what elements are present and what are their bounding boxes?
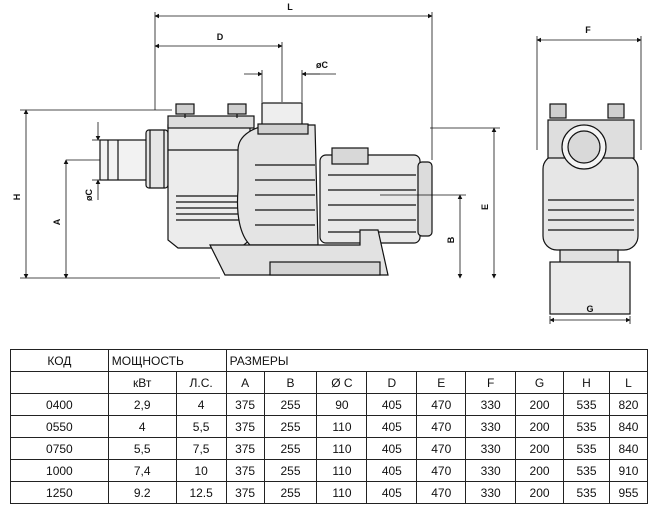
table-cell: 405	[366, 437, 418, 460]
table-cell: 535	[563, 415, 610, 438]
table-cell: 535	[563, 437, 610, 460]
subheader-cell: A	[225, 371, 265, 394]
table-cell: 0550	[10, 415, 109, 438]
table-cell: 5,5	[107, 437, 177, 460]
spec-table: КОД МОЩНОСТЬ РАЗМЕРЫ кВт Л.С. A B Ø C D …	[10, 349, 649, 504]
table-cell: 405	[366, 415, 418, 438]
dim-label-A: A	[52, 218, 62, 225]
table-cell: 840	[608, 437, 649, 460]
table-cell: 110	[316, 459, 368, 482]
table-cell: 375	[225, 481, 265, 504]
table-cell: 0750	[10, 437, 109, 460]
table-cell: 330	[465, 481, 517, 504]
dim-label-H: H	[12, 194, 22, 201]
table-cell: 535	[563, 481, 610, 504]
table-header-row: КОД МОЩНОСТЬ РАЗМЕРЫ	[10, 349, 649, 372]
subheader-cell: Л.С.	[175, 371, 227, 394]
table-cell: 7,4	[107, 459, 177, 482]
table-cell: 7,5	[175, 437, 227, 460]
table-cell: 470	[416, 393, 467, 416]
table-cell: 330	[465, 415, 517, 438]
table-cell: 110	[316, 415, 368, 438]
table-cell: 200	[515, 393, 565, 416]
table-row: 0400 2,9 4 375 255 90 405 470 330 200 53…	[10, 393, 649, 416]
dim-label-E: E	[480, 204, 490, 210]
table-cell: 90	[316, 393, 368, 416]
header-code: КОД	[10, 349, 109, 372]
table-cell: 200	[515, 437, 565, 460]
table-cell: 200	[515, 459, 565, 482]
table-cell: 255	[263, 415, 318, 438]
table-cell: 110	[316, 481, 368, 504]
table-cell: 405	[366, 393, 418, 416]
table-cell: 470	[416, 459, 467, 482]
table-cell: 910	[608, 459, 649, 482]
table-cell: 2,9	[107, 393, 177, 416]
table-cell: 405	[366, 481, 418, 504]
table-cell: 470	[416, 481, 467, 504]
table-row: 1250 9.2 12.5 375 255 110 405 470 330 20…	[10, 481, 649, 504]
header-sizes: РАЗМЕРЫ	[225, 349, 649, 372]
table-cell: 200	[515, 481, 565, 504]
table-row: 0750 5,5 7,5 375 255 110 405 470 330 200…	[10, 437, 649, 460]
subheader-cell: E	[416, 371, 467, 394]
table-row: 0550 4 5,5 375 255 110 405 470 330 200 5…	[10, 415, 649, 438]
table-cell: 470	[416, 437, 467, 460]
table-cell: 330	[465, 459, 517, 482]
pump-front-view	[542, 103, 639, 315]
table-cell: 4	[175, 393, 227, 416]
table-cell: 330	[465, 437, 517, 460]
table-cell: 255	[263, 437, 318, 460]
table-cell: 110	[316, 437, 368, 460]
subheader-cell: H	[563, 371, 610, 394]
subheader-cell: B	[263, 371, 318, 394]
table-cell: 470	[416, 415, 467, 438]
subheader-cell: G	[515, 371, 565, 394]
table-cell: 375	[225, 437, 265, 460]
dimension-lines	[20, 12, 642, 324]
table-cell: 535	[563, 459, 610, 482]
table-cell: 330	[465, 393, 517, 416]
dim-label-G: G	[586, 304, 593, 314]
dim-label-oC-top: øC	[316, 60, 328, 70]
dim-label-oC-side: øC	[84, 189, 94, 201]
table-cell: 1000	[10, 459, 109, 482]
table-subheader-row: кВт Л.С. A B Ø C D E F G H L	[10, 371, 649, 394]
header-power: МОЩНОСТЬ	[107, 349, 227, 372]
table-cell: 255	[263, 393, 318, 416]
table-cell: 10	[175, 459, 227, 482]
dim-label-F: F	[585, 25, 591, 35]
dim-label-L: L	[287, 2, 293, 12]
subheader-cell: D	[366, 371, 418, 394]
table-cell: 9.2	[107, 481, 177, 504]
subheader-cell: F	[465, 371, 517, 394]
table-cell: 820	[608, 393, 649, 416]
table-cell: 375	[225, 459, 265, 482]
subheader-cell: кВт	[107, 371, 177, 394]
table-cell: 405	[366, 459, 418, 482]
table-cell: 1250	[10, 481, 109, 504]
table-cell: 0400	[10, 393, 109, 416]
table-cell: 955	[608, 481, 649, 504]
table-cell: 4	[107, 415, 177, 438]
pump-side-view	[99, 102, 433, 276]
table-cell: 200	[515, 415, 565, 438]
table-cell: 535	[563, 393, 610, 416]
table-row: 1000 7,4 10 375 255 110 405 470 330 200 …	[10, 459, 649, 482]
table-cell: 375	[225, 415, 265, 438]
subheader-cell: L	[608, 371, 649, 394]
subheader-cell: Ø C	[316, 371, 368, 394]
subheader-blank	[10, 371, 109, 394]
table-cell: 375	[225, 393, 265, 416]
table-cell: 255	[263, 481, 318, 504]
table-cell: 255	[263, 459, 318, 482]
dim-label-D: D	[217, 32, 224, 42]
pump-drawing: L D øC F H A øC B E G	[12, 2, 642, 324]
dim-label-B: B	[446, 236, 456, 243]
table-cell: 840	[608, 415, 649, 438]
table-cell: 12.5	[175, 481, 227, 504]
table-cell: 5,5	[175, 415, 227, 438]
